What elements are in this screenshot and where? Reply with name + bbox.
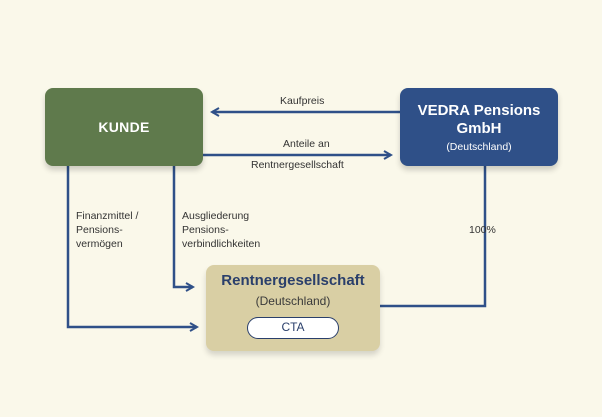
edge-finanzmittel-arrow — [66, 166, 197, 327]
edge-ausgliederung-arrow — [172, 166, 193, 287]
edge-label-finanzmittel-line3: vermögen — [76, 238, 123, 250]
edge-label-ausgliederung-line1: Ausgliederung — [182, 210, 250, 222]
node-rentner-name: Rentnergesellschaft — [221, 272, 365, 289]
edge-label-finanzmittel-line1: Finanzmittel / — [76, 210, 139, 222]
edge-label-ownership: 100% — [469, 224, 496, 236]
node-kunde-label: KUNDE — [98, 119, 150, 135]
cta-badge: CTA — [247, 317, 339, 339]
edge-label-finanzmittel-line2: Pensions- — [76, 224, 123, 236]
edge-label-ausgliederung-line2: Pensions- — [182, 224, 229, 236]
node-rentnergesellschaft: Rentnergesellschaft (Deutschland) CTA — [206, 265, 380, 351]
node-rentner-country: (Deutschland) — [255, 294, 331, 308]
node-kunde: KUNDE — [45, 88, 203, 166]
node-vedra-country: (Deutschland) — [446, 140, 512, 153]
node-vedra-name-line1: VEDRA Pensions — [417, 101, 541, 119]
edge-label-anteile-line1: Anteile an — [283, 138, 330, 150]
node-vedra: VEDRA Pensions GmbH (Deutschland) — [400, 88, 558, 166]
edge-label-anteile-line2: Rentnergesellschaft — [251, 159, 344, 171]
edge-ownership-line — [380, 166, 487, 308]
edge-label-ausgliederung-line3: verbindlichkeiten — [182, 238, 261, 250]
edge-label-kaufpreis: Kaufpreis — [280, 95, 325, 107]
node-vedra-name-line2: GmbH — [456, 119, 502, 137]
